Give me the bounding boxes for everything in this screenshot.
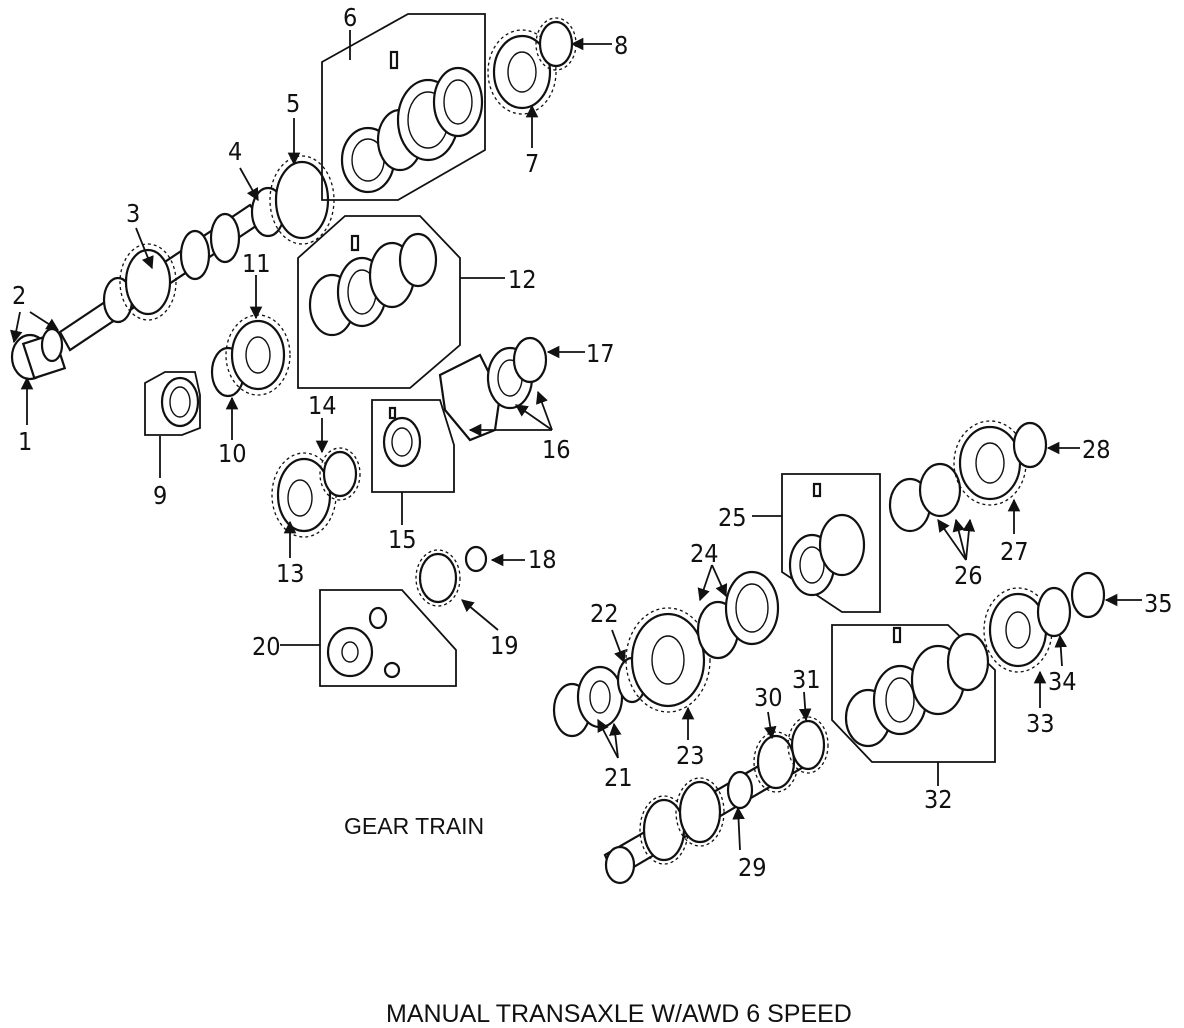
callout-6: 6	[343, 3, 357, 32]
callout-22: 22	[590, 599, 619, 628]
callout-16: 16	[542, 435, 571, 464]
callout-2: 2	[12, 281, 26, 310]
leader-lines	[10, 30, 1142, 851]
callout-3: 3	[126, 199, 140, 228]
callout-33: 33	[1026, 709, 1055, 738]
retainer-16-17-drawing	[438, 336, 548, 442]
callout-29: 29	[738, 853, 767, 882]
callout-19: 19	[490, 631, 519, 660]
callout-17: 17	[586, 339, 615, 368]
callout-25: 25	[718, 503, 747, 532]
gear-33-35-drawing	[983, 571, 1106, 673]
gear-13-14-drawing	[271, 447, 361, 538]
diagram-subtitle: MANUAL TRANSAXLE W/AWD 6 SPEED	[386, 1000, 852, 1028]
gear-18-19-drawing	[415, 545, 488, 607]
kit-box-15	[371, 399, 455, 493]
callout-27: 27	[1000, 537, 1029, 566]
callout-24: 24	[690, 539, 719, 568]
gear-7-8-drawing	[487, 17, 577, 115]
callout-31: 31	[792, 665, 821, 694]
kit-box-6	[321, 13, 486, 201]
gear-10-11-drawing	[210, 314, 291, 398]
callout-34: 34	[1048, 667, 1077, 696]
callout-23: 23	[676, 741, 705, 770]
callout-7: 7	[525, 149, 539, 178]
callout-4: 4	[228, 137, 242, 166]
kit-box-12	[297, 215, 461, 389]
gear-21-24-drawing	[552, 570, 780, 738]
callout-5: 5	[286, 89, 300, 118]
callout-1: 1	[18, 427, 32, 456]
diagram-title: GEAR TRAIN	[344, 813, 484, 839]
kit-box-32	[831, 624, 996, 763]
callout-21: 21	[604, 763, 633, 792]
gear-26-28-drawing	[888, 420, 1048, 533]
callout-35: 35	[1144, 589, 1173, 618]
callout-8: 8	[614, 31, 628, 60]
output-shaft-drawing	[603, 716, 829, 885]
callout-30: 30	[754, 683, 783, 712]
callout-26: 26	[954, 561, 983, 590]
callout-labels: 1 2 3 4 5 6 7 8 9 10 11 12 13 14 15 16 1…	[12, 3, 1173, 882]
callout-11: 11	[242, 249, 271, 278]
callout-20: 20	[252, 632, 281, 661]
callout-9: 9	[153, 481, 167, 510]
input-shaft-drawing	[10, 155, 335, 381]
callout-15: 15	[388, 525, 417, 554]
kit-box-25	[781, 473, 881, 613]
callout-10: 10	[218, 439, 247, 468]
kit-box-20	[319, 589, 457, 687]
seal-9-drawing	[144, 371, 201, 436]
callout-13: 13	[276, 559, 305, 588]
callout-28: 28	[1082, 435, 1111, 464]
callout-14: 14	[308, 391, 337, 420]
callout-18: 18	[528, 545, 557, 574]
callout-32: 32	[924, 785, 953, 814]
callout-12: 12	[508, 265, 537, 294]
